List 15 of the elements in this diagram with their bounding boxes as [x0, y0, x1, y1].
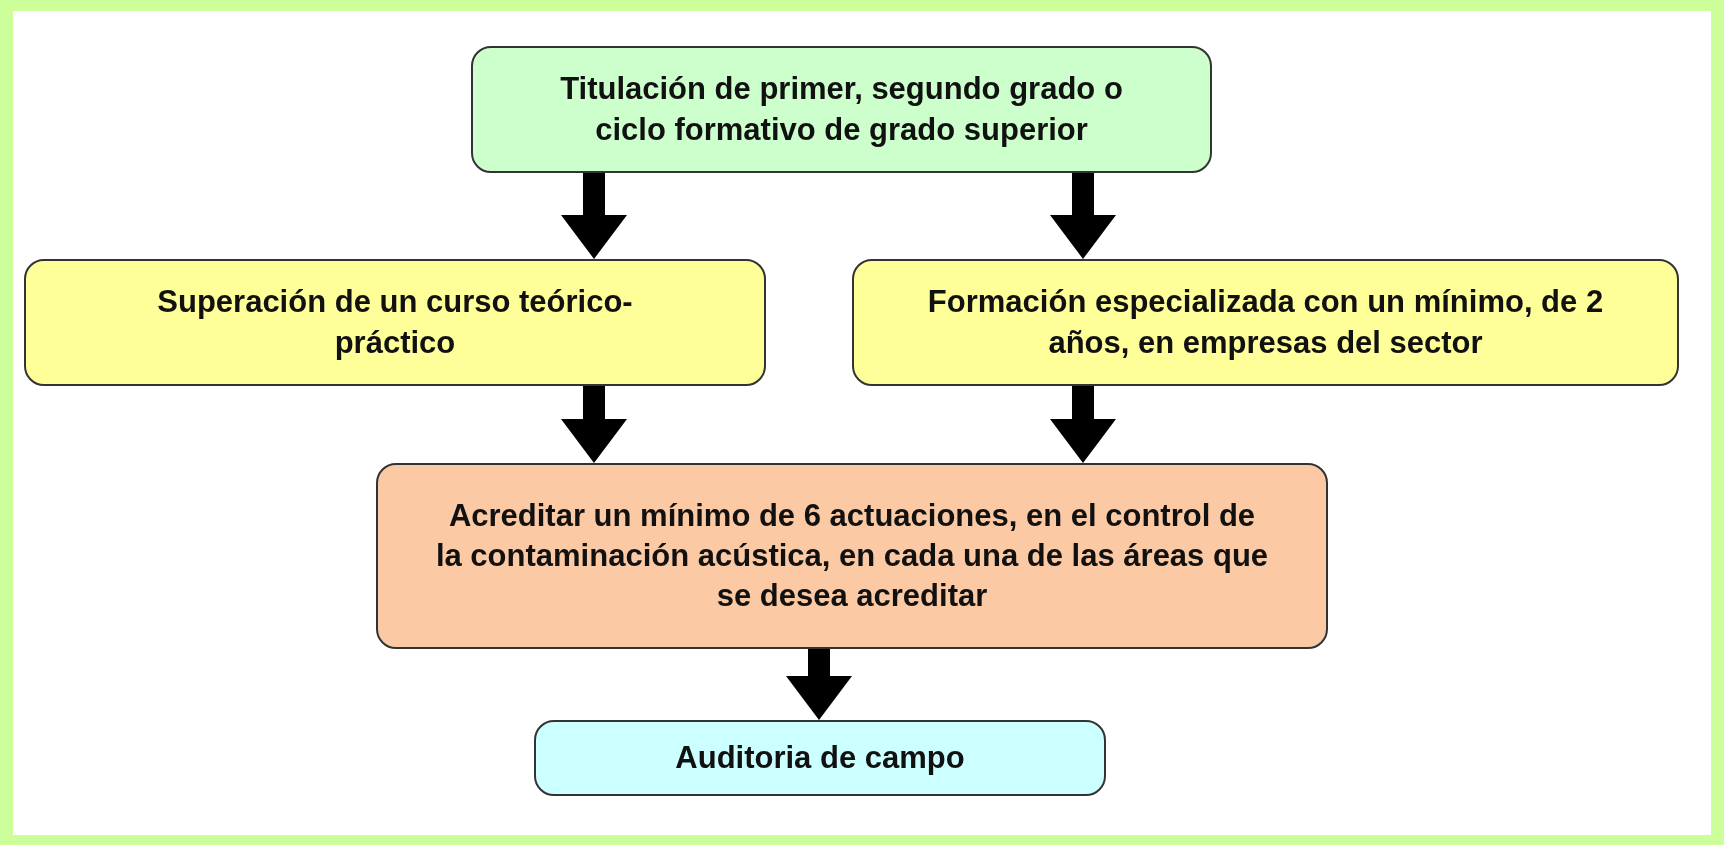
process-box [534, 720, 1106, 796]
process-box [376, 463, 1328, 649]
box-text: Acreditar un mínimo de 6 actuaciones, en el control de la contaminación acústica, en cada una de las áreas que se desea acreditar [434, 496, 1270, 616]
process-box [852, 259, 1679, 386]
box-text: Auditoria de campo [675, 738, 965, 777]
arrow [1050, 173, 1116, 259]
box-text: Formación especializada con un mínimo, de 2 años, en empresas del sector [926, 283, 1605, 362]
arrow [786, 649, 852, 720]
box-text: Titulación de primer, segundo grado o ciclo formativo de grado superior [559, 70, 1124, 149]
arrow [561, 386, 627, 463]
process-box [24, 259, 766, 386]
process-box [471, 46, 1212, 173]
box-text: Superación de un curso teórico-práctico [156, 283, 634, 362]
arrow [561, 173, 627, 259]
arrow [1050, 386, 1116, 463]
